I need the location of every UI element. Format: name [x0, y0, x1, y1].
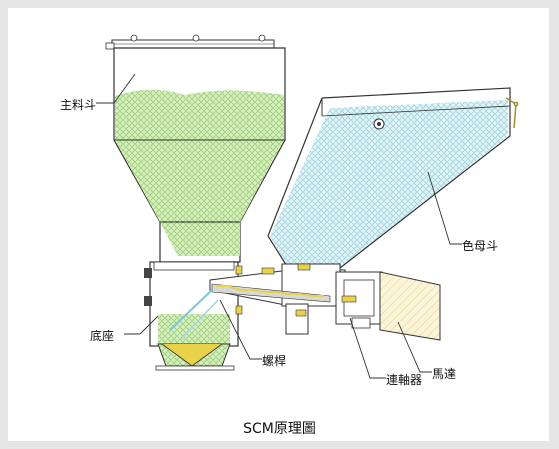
label-color-hopper: 色母斗: [462, 239, 499, 253]
base-block: [144, 261, 243, 371]
leader-lines: [96, 73, 462, 379]
label-base: 底座: [90, 329, 115, 343]
screw-assembly: [169, 263, 383, 341]
diagram-caption: SCM原理圖: [243, 421, 316, 437]
motor-block: [379, 271, 441, 341]
label-main-hopper: 主料斗: [60, 98, 97, 112]
label-coupling: 連軸器: [386, 373, 423, 387]
label-motor: 馬達: [432, 367, 457, 381]
label-screw: 螺桿: [262, 354, 287, 368]
main-hopper: [105, 34, 286, 263]
